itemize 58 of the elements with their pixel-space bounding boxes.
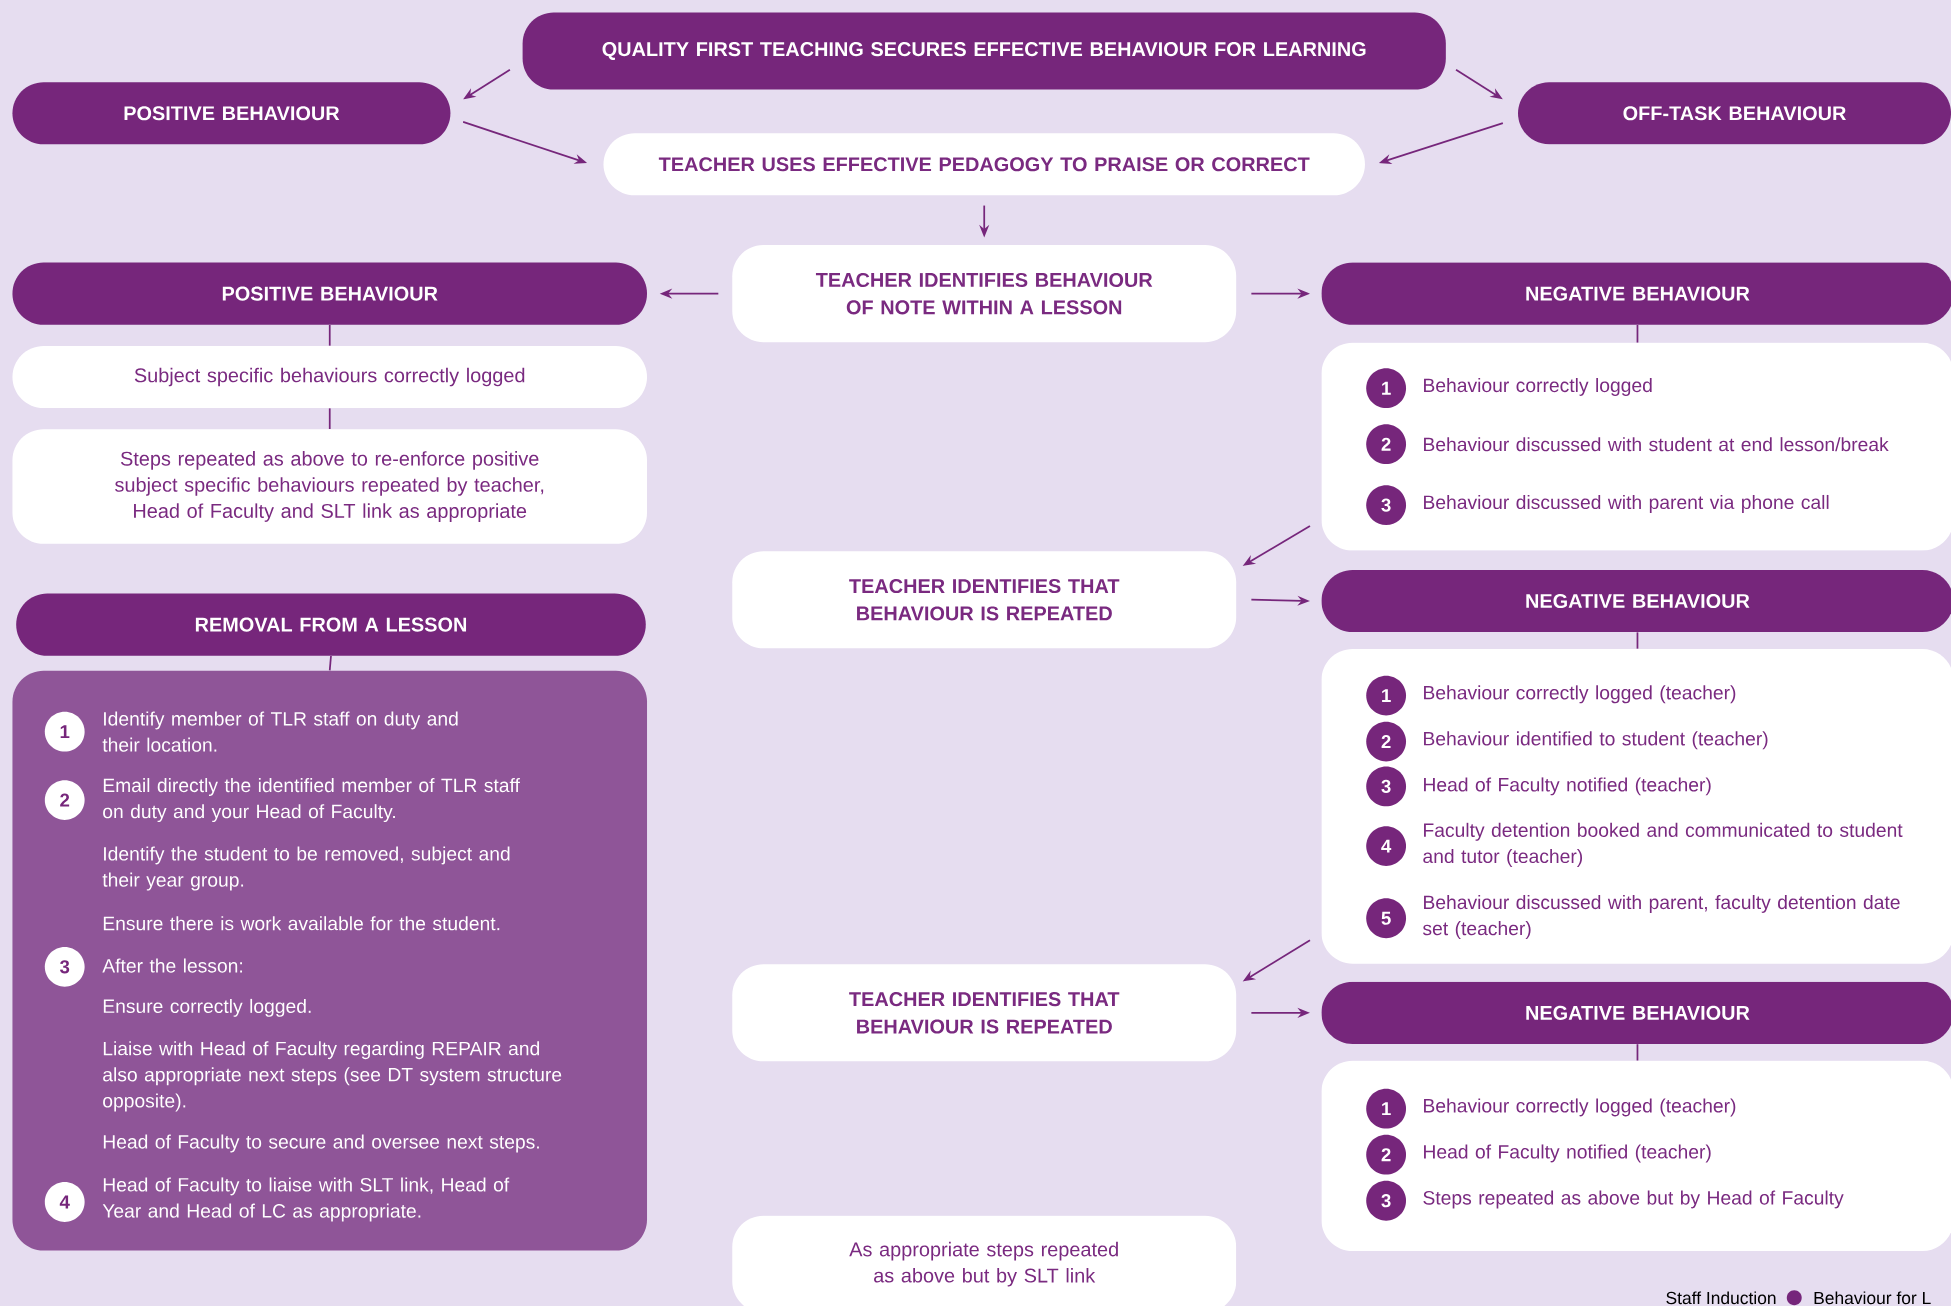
step-box: TEACHER USES EFFECTIVE PEDAGOGY TO PRAISE OR CORRECT	[603, 132, 1365, 196]
list-item: Liaise with Head of Faculty regarding REPAIR and also appropriate next steps (see DT system structure opposite).	[103, 1040, 562, 1112]
header-bar: POSITIVE BEHAVIOUR	[12, 81, 451, 145]
list-item: Ensure there is work available for the student.	[103, 915, 500, 931]
note-box: Subject specific behaviours correctly logged	[12, 345, 648, 408]
header-bar: REMOVAL FROM A LESSON	[16, 593, 646, 656]
list-item: After the lesson:	[102, 958, 242, 973]
list-item: Behaviour identified to student (teacher)	[1424, 731, 1768, 750]
note-box: Steps repeated as above to re-enforce positive subject specific behaviours repeated by teacher, Head of Faculty and SLT link as appropriate	[12, 429, 648, 544]
number-badge: 2	[1366, 721, 1407, 762]
connector-line	[1636, 1043, 1639, 1062]
connector-line	[328, 654, 332, 672]
number-badge: 2	[1366, 424, 1407, 464]
number-badge: 3	[1366, 485, 1407, 525]
header-bar: NEGATIVE BEHAVIOUR	[1321, 569, 1951, 632]
number-badge: 2	[44, 779, 85, 820]
header-bar: NEGATIVE BEHAVIOUR	[1321, 262, 1951, 325]
number-badge: 4	[44, 1181, 85, 1222]
list-item: Behaviour discussed with parent, faculty detention date set (teacher)	[1423, 894, 1900, 939]
number-badge: 1	[44, 711, 85, 752]
list-item: Faculty detention booked and communicated to student and tutor (teacher)	[1423, 822, 1903, 867]
list-item: Ensure correctly logged.	[103, 998, 311, 1017]
header-bar: POSITIVE BEHAVIOUR	[12, 262, 648, 325]
header-bar: QUALITY FIRST TEACHING SECURES EFFECTIVE BEHAVIOUR FOR LEARNING	[522, 12, 1446, 90]
list-item: Behaviour correctly logged	[1424, 377, 1652, 396]
note-box: As appropriate steps repeated as above but by SLT link	[732, 1215, 1237, 1306]
number-badge: 1	[1366, 675, 1407, 716]
header-bar: OFF-TASK BEHAVIOUR	[1518, 81, 1951, 145]
connector-line	[1636, 323, 1639, 344]
list-item: Behaviour correctly logged (teacher)	[1424, 1098, 1736, 1117]
list-item: Head of Faculty to liaise with SLT link, Head of Year and Head of LC as appropriate.	[102, 1177, 510, 1222]
list-item: Identify the student to be removed, subject and their year group.	[102, 846, 510, 891]
footer-text: Staff Induction	[1666, 1291, 1776, 1304]
number-badge: 1	[1366, 1088, 1407, 1129]
number-badge: 5	[1366, 898, 1407, 938]
step-box: TEACHER IDENTIFIES THAT BEHAVIOUR IS REPEATED	[732, 551, 1237, 649]
number-badge: 3	[1366, 1180, 1407, 1221]
list-item: Email directly the identified member of TLR staff on duty and your Head of Faculty.	[103, 777, 520, 822]
header-bar: NEGATIVE BEHAVIOUR	[1321, 981, 1951, 1044]
list-item: Head of Faculty notified (teacher)	[1424, 1144, 1711, 1163]
list-item: Behaviour discussed with student at end lesson/break	[1424, 436, 1889, 452]
list-item: Steps repeated as above but by Head of Faculty	[1423, 1190, 1844, 1209]
step-box: TEACHER IDENTIFIES BEHAVIOUR OF NOTE WITHIN A LESSON	[732, 244, 1237, 342]
footer-text: Behaviour for L	[1814, 1291, 1931, 1304]
list-item: Head of Faculty to secure and oversee next steps.	[103, 1134, 539, 1153]
step-box: TEACHER IDENTIFIES THAT BEHAVIOUR IS REPEATED	[732, 964, 1237, 1062]
list-item: Behaviour discussed with parent via phone call	[1424, 494, 1829, 513]
connector-line	[1636, 631, 1639, 650]
list-item: Behaviour correctly logged (teacher)	[1424, 685, 1736, 704]
connector-line	[328, 323, 331, 347]
number-badge: 4	[1366, 825, 1407, 866]
number-badge: 1	[1366, 368, 1407, 408]
number-badge: 3	[1366, 766, 1407, 807]
list-item: Identify member of TLR staff on duty and their location.	[102, 711, 458, 752]
number-badge: 3	[44, 946, 85, 987]
list-item: Head of Faculty notified (teacher)	[1424, 777, 1711, 796]
number-badge: 2	[1366, 1134, 1407, 1175]
connector-line	[328, 407, 331, 430]
